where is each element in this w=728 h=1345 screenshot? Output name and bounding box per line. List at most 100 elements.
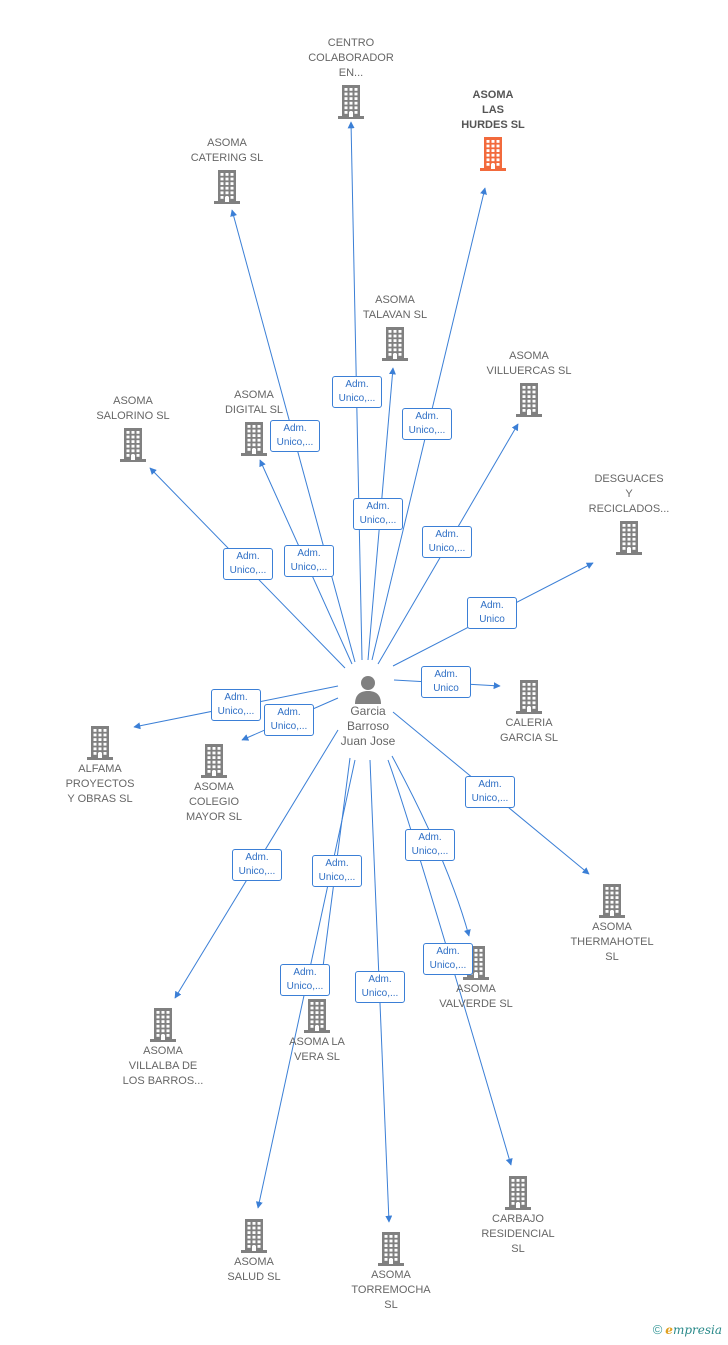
edge-carbajo — [387, 759, 513, 1166]
company-name-line: MAYOR SL — [185, 811, 243, 823]
person-node[interactable]: Garcia Barroso Juan Jose — [320, 674, 416, 749]
company-name-line: DESGUACES — [594, 473, 664, 485]
role-label-line: Unico,... — [359, 515, 397, 526]
role-label-asoma-digital[interactable]: Adm.Unico,... — [284, 545, 334, 577]
company-icon-wrap — [68, 426, 198, 462]
building-icon — [201, 744, 227, 778]
role-label-line: Adm. — [418, 832, 442, 843]
role-label-asoma-la-vera[interactable]: Adm.Unico,... — [312, 855, 362, 887]
role-label-line: Adm. — [480, 600, 504, 611]
company-node-caleria[interactable]: CALERIA GARCIA SL — [464, 676, 594, 746]
company-name-line: CENTRO — [327, 37, 375, 49]
role-label-line: Adm. — [435, 529, 459, 540]
role-label-line: Adm. — [245, 852, 269, 863]
role-label-line: Adm. — [224, 692, 248, 703]
company-name-line: COLEGIO — [188, 796, 240, 808]
building-icon — [338, 85, 364, 119]
role-label-asoma-catering[interactable]: Adm.Unico,... — [270, 420, 320, 452]
company-name-line: CALERIA — [505, 717, 553, 729]
company-name-line: ASOMA — [194, 781, 234, 793]
company-name-line: LOS BARROS... — [122, 1075, 204, 1087]
company-name-line: RECICLADOS... — [588, 503, 670, 515]
company-name-line: ASOMA — [371, 1269, 411, 1281]
company-icon-wrap — [330, 325, 460, 361]
building-icon — [214, 170, 240, 204]
building-icon — [616, 521, 642, 555]
role-label-asoma-torremocha[interactable]: Adm.Unico,... — [355, 971, 405, 1003]
company-icon-wrap — [189, 420, 319, 456]
company-name-line: Y — [625, 488, 633, 500]
role-label-line: Unico,... — [338, 393, 376, 404]
person-name-line: Barroso — [346, 719, 390, 733]
company-icon-wrap — [564, 519, 694, 555]
company-name-line: ASOMA — [113, 395, 153, 407]
building-icon — [516, 680, 542, 714]
role-label-alfama[interactable]: Adm.Unico,... — [211, 689, 261, 721]
role-label-line: Adm. — [478, 779, 502, 790]
building-icon — [120, 428, 146, 462]
role-label-line: Unico,... — [408, 425, 446, 436]
company-icon-wrap — [428, 135, 558, 171]
company-icon-wrap — [149, 742, 279, 778]
person-name-line: Juan Jose — [340, 734, 396, 748]
company-name-line: ASOMA — [234, 1256, 274, 1268]
company-node-asoma-villalba[interactable]: ASOMA VILLALBA DE LOS BARROS... — [98, 1004, 228, 1089]
role-label-line: Adm. — [368, 974, 392, 985]
role-label-asoma-colegio[interactable]: Adm.Unico,... — [264, 704, 314, 736]
company-name: ASOMA SALUD SL — [189, 1255, 319, 1285]
role-label-asoma-thermahotel[interactable]: Adm. Unico,... — [465, 776, 515, 808]
company-node-asoma-colegio[interactable]: ASOMA COLEGIO MAYOR SL — [149, 740, 279, 825]
role-label-asoma-valverde[interactable]: Adm.Unico,... — [405, 829, 455, 861]
role-label-asoma-salud[interactable]: Adm.Unico,... — [280, 964, 330, 996]
role-label-line: Unico,... — [229, 565, 267, 576]
role-label-caleria[interactable]: Adm.Unico — [421, 666, 471, 698]
role-label-asoma-villuercas[interactable]: Adm. Unico,... — [422, 526, 472, 558]
company-icon-wrap — [286, 83, 416, 119]
role-label-line: Unico,... — [471, 793, 509, 804]
company-name-line: GARCIA SL — [499, 732, 559, 744]
company-node-asoma-salud[interactable]: ASOMA SALUD SL — [189, 1215, 319, 1285]
company-name-line: RESIDENCIAL — [481, 1228, 555, 1240]
company-icon-wrap — [35, 724, 165, 760]
company-name-line: DIGITAL SL — [224, 404, 284, 416]
company-icon-wrap — [162, 168, 292, 204]
role-label-line: Adm. — [297, 548, 321, 559]
brand-logo: empresia — [665, 1323, 722, 1337]
role-label-line: Adm. — [325, 858, 349, 869]
role-label-centro[interactable]: Adm.Unico,... — [332, 376, 382, 408]
company-name-line: ASOMA — [143, 1045, 183, 1057]
role-label-carbajo[interactable]: Adm.Unico,... — [423, 943, 473, 975]
role-label-asoma-las-hurdes[interactable]: Adm.Unico,... — [402, 408, 452, 440]
role-label-asoma-villalba[interactable]: Adm.Unico,... — [232, 849, 282, 881]
company-name-line: VILLALBA DE — [128, 1060, 198, 1072]
role-label-asoma-salorino[interactable]: Adm.Unico,... — [223, 548, 273, 580]
role-label-line: Unico,... — [276, 437, 314, 448]
person-name: Garcia Barroso Juan Jose — [320, 704, 416, 749]
footer-brand[interactable]: ©empresia — [653, 1322, 722, 1337]
role-label-desguaces[interactable]: Adm.Unico — [467, 597, 517, 629]
company-name-line: THERMAHOTEL — [570, 936, 654, 948]
company-name-line: PROYECTOS — [65, 778, 135, 790]
company-name-line: SL — [384, 1299, 398, 1311]
role-label-line: Unico,... — [428, 543, 466, 554]
role-label-asoma-talavan[interactable]: Adm.Unico,... — [353, 498, 403, 530]
role-label-line: Unico,... — [270, 721, 308, 732]
company-name-line: SALUD SL — [227, 1271, 281, 1283]
person-name-line: Garcia — [350, 704, 386, 718]
company-node-desguaces[interactable]: DESGUACES Y RECICLADOS... — [564, 472, 694, 557]
building-icon — [599, 884, 625, 918]
